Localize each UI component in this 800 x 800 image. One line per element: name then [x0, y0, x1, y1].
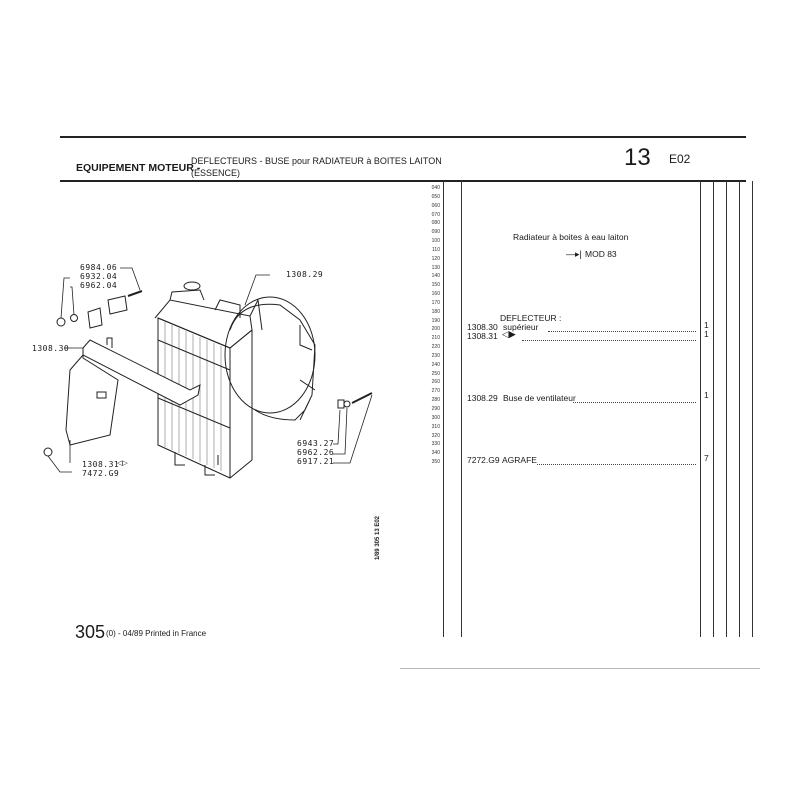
line-number: 250: [431, 370, 440, 377]
top-rule: [60, 136, 746, 138]
line-number: 050: [431, 193, 440, 200]
part-desc: supérieur: [503, 322, 539, 332]
part-qty: 1: [704, 329, 709, 339]
line-number: 310: [431, 423, 440, 430]
line-number: 190: [431, 317, 440, 324]
left-right-icon: ◁▷: [117, 460, 128, 467]
page-title-line1: DEFLECTEURS - BUSE pour RADIATEUR à BOIT…: [191, 156, 442, 166]
part-desc: AGRAFE: [502, 455, 537, 465]
line-number: 220: [431, 344, 440, 351]
line-number: 330: [431, 441, 440, 448]
group-number: 13: [624, 144, 651, 171]
line-number: 210: [431, 335, 440, 342]
column-divider: [739, 181, 740, 637]
line-number: 170: [431, 299, 440, 306]
part-ref: 7272.G9: [467, 455, 500, 465]
line-number: 110: [432, 246, 440, 253]
callout-label: 7472.G9: [82, 469, 120, 478]
callout-label: 6917.21: [297, 457, 335, 466]
column-divider: [726, 181, 727, 637]
line-number: 280: [431, 397, 440, 404]
line-number: 060: [431, 202, 440, 209]
line-number: 300: [431, 414, 440, 421]
callout-label: 6932.04: [80, 272, 118, 281]
part-qty: 7: [704, 453, 709, 463]
line-number: 140: [431, 273, 440, 280]
callout-label: 1308.30: [32, 344, 70, 353]
callout-label: 6984.06: [80, 263, 118, 272]
column-divider: [443, 181, 444, 637]
callout-label: 6943.27: [297, 439, 335, 448]
leader-dots: [537, 464, 696, 465]
callout-label: 1308.29: [286, 270, 324, 279]
leader-dots: [573, 402, 696, 403]
note-text: Radiateur à boites à eau laiton: [513, 232, 629, 242]
part-ref: 1308.29: [467, 393, 498, 403]
column-divider: [713, 181, 714, 637]
line-number: 260: [431, 379, 440, 386]
line-number: 130: [431, 264, 440, 271]
page-title-line2: (ESSENCE): [191, 168, 241, 178]
leader-lines: [47, 267, 373, 473]
group-code: E02: [669, 152, 691, 166]
line-number: 090: [431, 229, 440, 236]
fan-shroud: [224, 296, 316, 421]
radiator: [154, 281, 263, 479]
mod-text: MOD 83: [585, 249, 617, 259]
line-number: 350: [431, 459, 440, 466]
section-title: EQUIPEMENT MOTEUR -: [76, 162, 201, 174]
column-divider: [752, 181, 753, 637]
part-ref: 1308.30: [467, 322, 498, 332]
callout-label: 6962.04: [80, 281, 118, 290]
header-bottom-rule: [60, 180, 746, 182]
deflecteur-heading: DEFLECTEUR :: [500, 313, 562, 323]
column-divider: [461, 181, 462, 637]
line-number: 070: [431, 211, 440, 218]
line-number: 320: [431, 432, 440, 439]
callout-label: 6962.26: [297, 448, 335, 457]
upper-deflector: [82, 337, 201, 406]
leader-dots: [522, 340, 696, 341]
exploded-diagram: [43, 267, 373, 479]
line-number: 040: [431, 185, 440, 191]
part-desc: Buse de ventilateur: [503, 393, 576, 403]
side-code: 1/89 305 13 E02: [375, 515, 381, 561]
line-number: 340: [431, 450, 440, 457]
footer-model: 305: [75, 622, 106, 642]
footer-edition: (0) - 04/89 Printed in France: [106, 629, 207, 638]
line-number: 160: [431, 291, 440, 298]
line-number: 120: [431, 255, 440, 262]
leader-dots: [548, 331, 696, 332]
line-number: 230: [431, 352, 440, 359]
line-number: 100: [431, 238, 440, 245]
side-deflector: [65, 353, 119, 446]
line-number: 290: [431, 406, 440, 412]
footer-rule: [400, 668, 760, 669]
line-number: 240: [431, 361, 440, 368]
part-qty: 1: [704, 320, 709, 330]
part-ref: 1308.31: [467, 331, 498, 341]
column-divider: [700, 181, 701, 637]
line-number: 080: [431, 220, 440, 227]
line-number: 150: [431, 282, 440, 289]
arrow-from-icon: —▸|: [566, 249, 582, 259]
part-qty: 1: [704, 390, 709, 400]
line-number: 180: [431, 308, 440, 315]
left-right-icon: ◁▶: [502, 329, 516, 339]
line-number: 200: [431, 326, 440, 333]
callout-label: 1308.31: [82, 460, 120, 469]
line-number: 270: [431, 388, 440, 395]
